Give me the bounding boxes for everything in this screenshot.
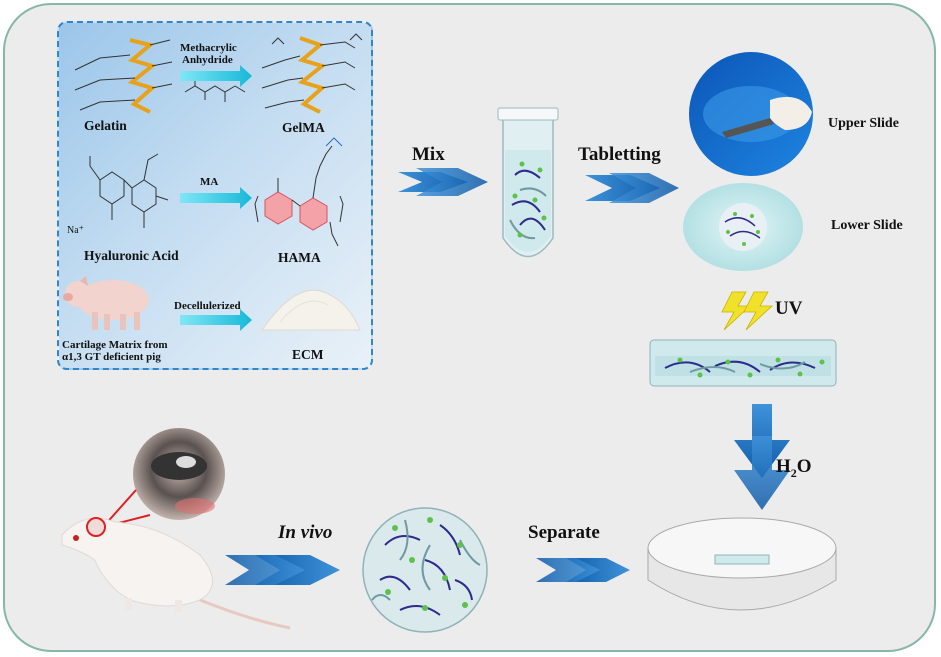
step-separate: Separate	[528, 522, 600, 543]
upper-slide-image	[689, 52, 813, 176]
rat-icon	[61, 517, 291, 630]
hydrogel-slab-icon	[649, 339, 837, 387]
eye-zoom-image	[133, 428, 225, 520]
reagent-methacrylic-line2: Anhydride	[182, 54, 233, 66]
reaction-arrow-2	[180, 187, 252, 209]
reaction-arrow-3	[180, 309, 252, 331]
hama-label: HAMA	[278, 250, 321, 265]
reagent-methacrylic-line1: Methacrylic	[180, 42, 237, 54]
pig-source-line2: α1,3 GT deficient pig	[62, 351, 161, 363]
lower-slide-image	[683, 183, 803, 271]
reagent-decellularized: Decellulerized	[174, 300, 241, 312]
pig-source-line1: Cartilage Matrix from	[62, 339, 168, 351]
hama-structure-icon	[254, 137, 344, 247]
arrow-in-vivo	[225, 555, 340, 585]
arrow-mix	[398, 168, 488, 196]
hyaluronic-acid-structure-icon	[89, 153, 169, 228]
step-h2o: H2O	[776, 456, 812, 481]
gelatin-structure-icon	[74, 38, 173, 114]
sodium-label: Na⁺	[67, 225, 84, 236]
gelatin-label: Gelatin	[84, 118, 127, 133]
uv-lightning-icon	[721, 291, 774, 331]
mixing-tube-icon	[497, 107, 559, 258]
pig-source-label: Cartilage Matrix from α1,3 GT deficient …	[62, 339, 167, 363]
hyaluronic-acid-label: Hyaluronic Acid	[84, 248, 179, 263]
gelma-structure-icon	[261, 33, 363, 114]
reagent-methacrylic: Methacrylic Anhydride	[180, 42, 237, 66]
step-tabletting: Tabletting	[578, 144, 661, 165]
arrow-separate	[536, 558, 630, 582]
upper-slide-label: Upper Slide	[828, 116, 899, 131]
reagent-ma: MA	[200, 176, 219, 188]
step-uv: UV	[775, 298, 803, 319]
reaction-arrow-1	[180, 65, 252, 87]
arrow-tabletting	[585, 173, 679, 203]
gelma-label: GelMA	[282, 120, 325, 135]
hydrogel-network-icon	[362, 507, 488, 633]
pig-icon	[63, 276, 149, 330]
petri-dish-icon	[647, 517, 837, 611]
step-in-vivo: In vivo	[278, 522, 333, 543]
lower-slide-label: Lower Slide	[831, 218, 903, 233]
h2o-h: H	[776, 456, 791, 477]
h2o-o: O	[796, 456, 812, 477]
arrow-h2o	[734, 404, 790, 510]
h2o-subscript: 2	[790, 465, 797, 480]
ecm-label: ECM	[292, 347, 324, 362]
ecm-powder-icon	[261, 289, 361, 331]
step-mix: Mix	[412, 144, 445, 165]
